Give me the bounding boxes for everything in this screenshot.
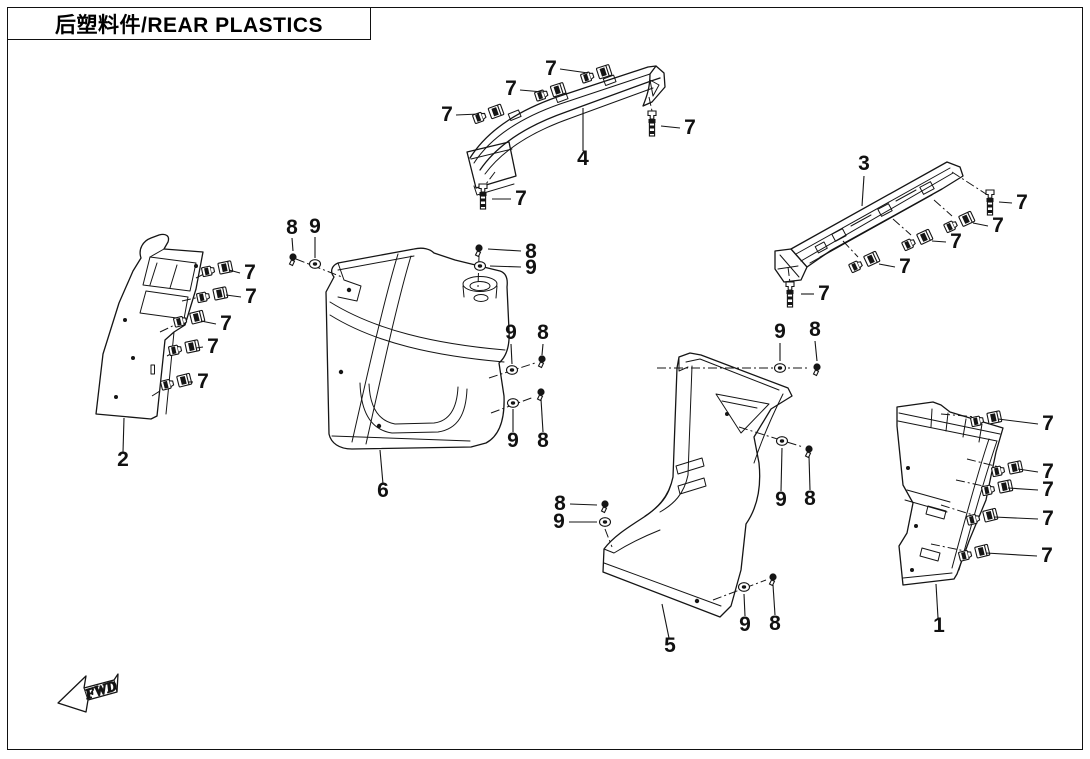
bolt-fastener-glyph xyxy=(768,572,778,587)
washer-fastener-glyph xyxy=(473,261,487,271)
screw-fastener-glyph xyxy=(785,281,795,308)
bolt-fastener-glyph xyxy=(288,252,298,267)
fastener-callout-7: 7 xyxy=(545,57,557,80)
fastener-callout-9: 9 xyxy=(525,256,537,279)
fastener-callout-9: 9 xyxy=(775,488,787,511)
washer-fastener-glyph xyxy=(308,259,322,269)
fastener-callout-7: 7 xyxy=(1016,191,1028,214)
fastener-callout-9: 9 xyxy=(553,510,565,533)
fastener-callout-7: 7 xyxy=(207,335,219,358)
bolt-fastener-glyph xyxy=(537,354,547,369)
fastener-callout-7: 7 xyxy=(505,77,517,100)
fastener-callout-7: 7 xyxy=(515,187,527,210)
fastener-callout-8: 8 xyxy=(769,612,781,635)
fastener-callout-7: 7 xyxy=(1042,460,1054,483)
part-label-4: 4 xyxy=(577,147,589,170)
washer-fastener-glyph xyxy=(775,436,789,446)
fastener-callout-8: 8 xyxy=(537,429,549,452)
fastener-callout-9: 9 xyxy=(505,321,517,344)
fastener-callout-7: 7 xyxy=(220,312,232,335)
bolt-fastener-glyph xyxy=(600,499,610,514)
fastener-callout-7: 7 xyxy=(441,103,453,126)
fastener-callout-8: 8 xyxy=(554,492,566,515)
part-label-5: 5 xyxy=(664,634,676,657)
clip-fastener-glyph xyxy=(200,260,234,279)
fwd-arrow: FWD xyxy=(57,673,119,713)
title-box: 后塑料件/REAR PLASTICS xyxy=(7,7,371,40)
washer-fastener-glyph xyxy=(505,365,519,375)
clip-fastener-glyph xyxy=(957,543,991,563)
clip-fastener-glyph xyxy=(195,286,229,305)
washer-fastener-glyph xyxy=(737,582,751,592)
clip-fastener-glyph xyxy=(159,372,193,392)
washer-fastener-glyph xyxy=(506,398,520,408)
fastener-callout-7: 7 xyxy=(992,214,1004,237)
bolt-fastener-glyph xyxy=(536,387,546,402)
screw-fastener-glyph xyxy=(647,110,657,137)
fastener-callout-7: 7 xyxy=(818,282,830,305)
fastener-callout-7: 7 xyxy=(1042,412,1054,435)
fastener-callout-9: 9 xyxy=(774,320,786,343)
part-5-rear-fender-panel xyxy=(602,352,793,618)
part-3-rocker-panel xyxy=(774,161,964,283)
clip-fastener-glyph xyxy=(969,410,1003,429)
part-label-2: 2 xyxy=(117,448,129,471)
clip-fastener-glyph xyxy=(847,250,881,275)
fastener-callout-9: 9 xyxy=(507,429,519,452)
fastener-callout-7: 7 xyxy=(950,230,962,253)
fasteners-layer xyxy=(159,63,1024,592)
washer-fastener-glyph xyxy=(598,517,612,527)
clip-fastener-glyph xyxy=(900,228,934,253)
fastener-callout-8: 8 xyxy=(525,240,537,263)
leader-lines xyxy=(122,68,1039,639)
fastener-callout-7: 7 xyxy=(1042,507,1054,530)
screw-fastener-glyph xyxy=(985,189,995,216)
page-title: 后塑料件/REAR PLASTICS xyxy=(54,13,323,37)
part-label-3: 3 xyxy=(858,152,870,175)
fastener-callout-9: 9 xyxy=(739,613,751,636)
fastener-callout-8: 8 xyxy=(809,318,821,341)
part-6-center-box xyxy=(325,247,510,450)
bolt-fastener-glyph xyxy=(804,444,814,459)
part-2-left-side-panel xyxy=(95,233,204,420)
part-label-6: 6 xyxy=(377,479,389,502)
fastener-callout-7: 7 xyxy=(1041,544,1053,567)
fwd-label: FWD xyxy=(83,679,119,703)
fastener-callout-7: 7 xyxy=(197,370,209,393)
clip-fastener-glyph xyxy=(579,63,613,85)
fastener-callout-7: 7 xyxy=(684,116,696,139)
fastener-callout-9: 9 xyxy=(309,215,321,238)
screw-fastener-glyph xyxy=(478,183,488,210)
fastener-callout-7: 7 xyxy=(1042,478,1054,501)
washer-fastener-glyph xyxy=(773,363,787,373)
fastener-callout-7: 7 xyxy=(244,261,256,284)
fastener-callout-8: 8 xyxy=(537,321,549,344)
fastener-callout-8: 8 xyxy=(804,487,816,510)
assembly-axis-lines xyxy=(151,96,1000,601)
fastener-callout-7: 7 xyxy=(245,285,257,308)
part-4-rear-top-trim xyxy=(466,65,666,196)
bolt-fastener-glyph xyxy=(812,362,822,377)
fastener-callout-7: 7 xyxy=(899,255,911,278)
bolt-fastener-glyph xyxy=(474,243,484,258)
part-label-1: 1 xyxy=(933,614,945,637)
fastener-callout-8: 8 xyxy=(286,216,298,239)
